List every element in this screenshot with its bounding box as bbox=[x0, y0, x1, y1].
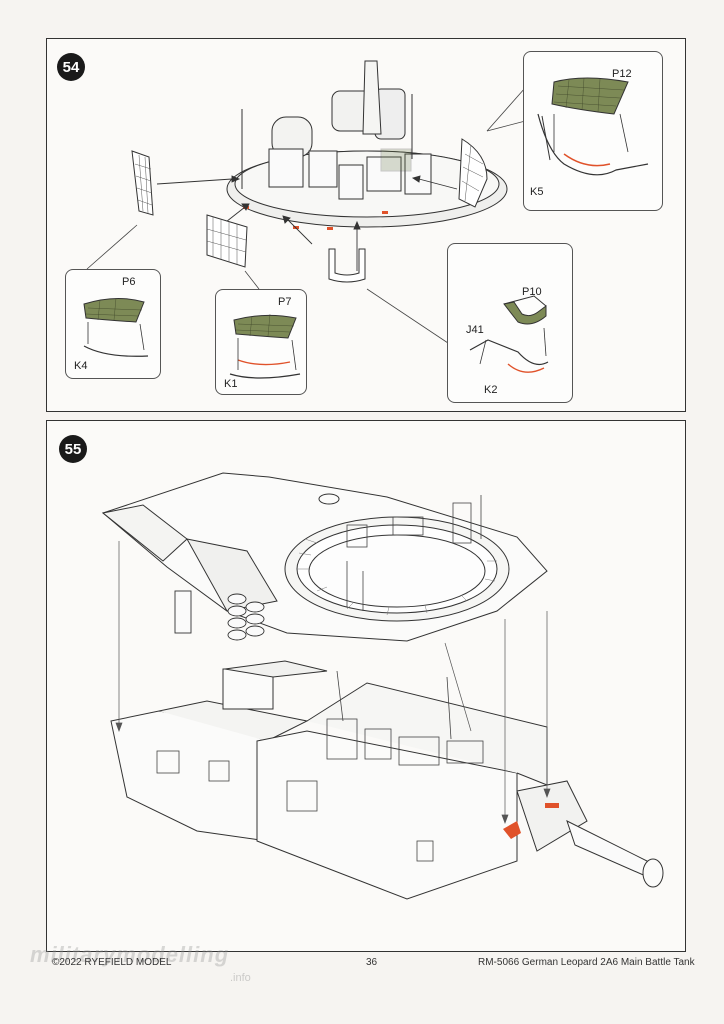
watermark-logo: militarymodelling bbox=[30, 942, 230, 967]
callout-p7-k1: P7 K1 bbox=[215, 289, 307, 395]
mesh-part-p6-drawing bbox=[83, 297, 149, 357]
part-label-k4: K4 bbox=[74, 360, 88, 372]
footer-kit-title: RM-5066 German Leopard 2A6 Main Battle T… bbox=[478, 957, 695, 968]
part-label-p6: P6 bbox=[122, 276, 136, 288]
footer-copyright: ©2022 RYEFIELD MODEL bbox=[52, 957, 172, 968]
footer-page-number: 36 bbox=[366, 957, 378, 968]
part-label-j41: J41 bbox=[466, 324, 484, 336]
part-label-p12: P12 bbox=[612, 68, 632, 80]
callout-p6-k4: P6 K4 bbox=[65, 269, 161, 379]
watermark-suffix: .info bbox=[230, 972, 251, 984]
callout-p10-j41-k2: P10 J41 K2 bbox=[447, 243, 573, 403]
step-54-panel: 54 bbox=[46, 38, 686, 412]
part-label-p7: P7 bbox=[278, 296, 292, 308]
step-number-badge: 55 bbox=[59, 435, 87, 463]
part-label-k2: K2 bbox=[484, 384, 498, 396]
mesh-part-p10-drawing bbox=[469, 295, 549, 373]
part-label-p10: P10 bbox=[522, 286, 542, 298]
part-label-k5: K5 bbox=[530, 186, 544, 198]
step-55-panel: 55 bbox=[46, 420, 686, 952]
mesh-part-p12-drawing bbox=[537, 77, 649, 176]
turret-hull-assembly-drawing bbox=[101, 472, 664, 900]
step-number-badge: 54 bbox=[57, 53, 85, 81]
callout-p12-k5: P12 K5 bbox=[523, 51, 663, 211]
part-label-k1: K1 bbox=[224, 378, 238, 390]
turret-basket-drawing bbox=[86, 60, 534, 370]
mesh-part-p7-drawing bbox=[229, 313, 301, 379]
